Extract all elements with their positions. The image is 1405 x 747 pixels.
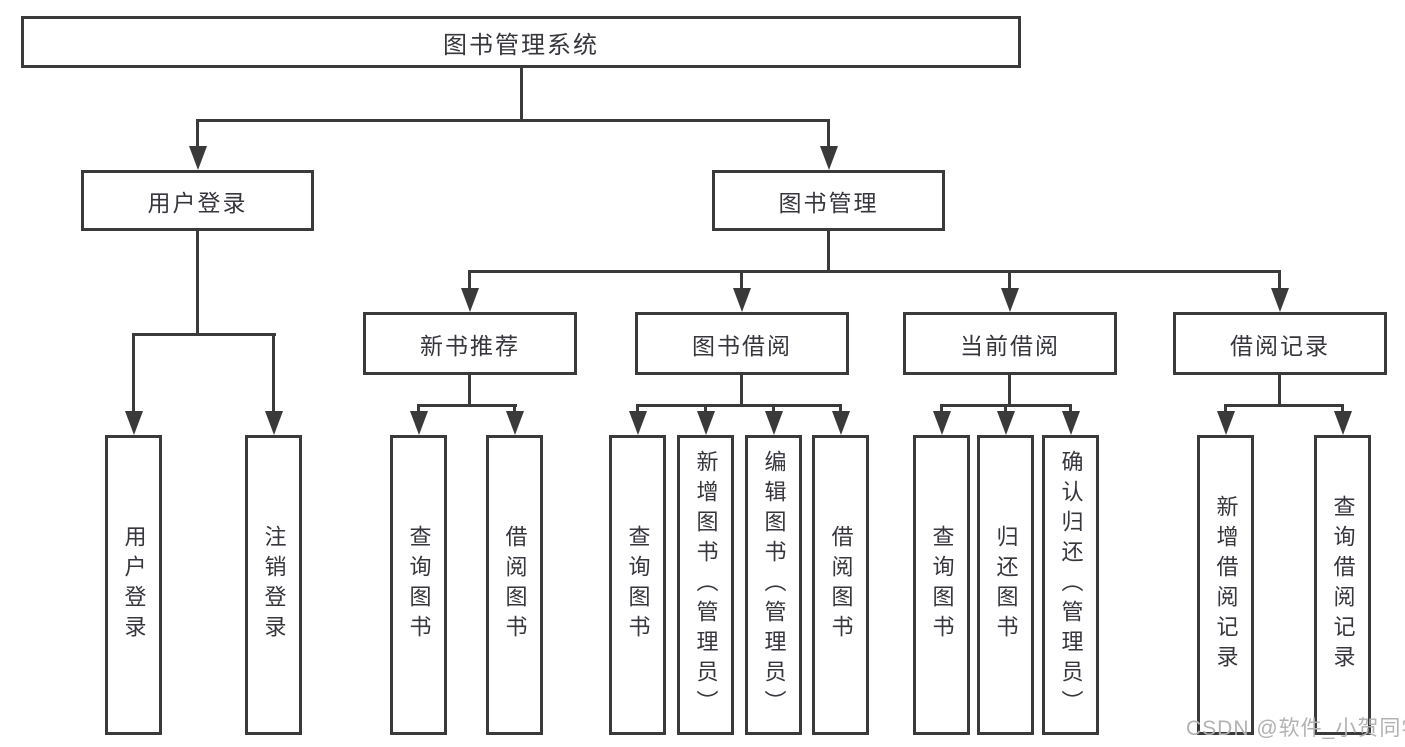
node-query-borrow-record: 查询借阅记录	[1314, 435, 1371, 735]
connector-line	[1008, 375, 1011, 406]
connector-line	[132, 333, 135, 413]
connector-line	[417, 404, 420, 414]
node-current-borrow: 当前借阅	[903, 312, 1117, 375]
arrowhead-icon	[1062, 411, 1080, 435]
arrowhead-icon	[1001, 288, 1019, 312]
arrowhead-icon	[820, 146, 838, 170]
arrowhead-icon	[1217, 411, 1235, 435]
connector-line	[1224, 404, 1227, 414]
node-add-borrow-record: 新增借阅记录	[1197, 435, 1254, 735]
arrowhead-icon	[189, 146, 207, 170]
node-borrow-records: 借阅记录	[1173, 312, 1387, 375]
arrowhead-icon	[410, 411, 428, 435]
connector-line	[196, 119, 199, 148]
node-book-borrow: 图书借阅	[635, 312, 849, 375]
arrowhead-icon	[765, 411, 783, 435]
node-logout: 注销登录	[245, 435, 302, 735]
connector-line	[1341, 404, 1344, 414]
node-root-system: 图书管理系统	[21, 16, 1021, 68]
connector-line	[827, 119, 830, 148]
connector-line	[1278, 270, 1281, 291]
connector-line	[272, 333, 275, 413]
arrowhead-icon	[997, 411, 1015, 435]
arrowhead-icon	[125, 411, 143, 435]
arrowhead-icon	[1271, 288, 1289, 312]
node-query-books-recommend: 查询图书	[390, 435, 447, 735]
node-user-login-leaf: 用户登录	[105, 435, 162, 735]
node-query-books-borrow: 查询图书	[609, 435, 666, 735]
node-query-books-current: 查询图书	[913, 435, 970, 735]
connector-line	[1004, 404, 1007, 414]
csdn-watermark: CSDN @软件_小贺同学	[1186, 717, 1405, 740]
node-user-login-module: 用户登录	[81, 170, 314, 231]
arrowhead-icon	[697, 411, 715, 435]
connector-line	[196, 231, 199, 335]
connector-line	[1008, 270, 1011, 291]
connector-line	[772, 404, 775, 414]
connector-line	[740, 375, 743, 406]
arrowhead-icon	[733, 288, 751, 312]
connector-line	[417, 404, 517, 407]
node-book-management-module: 图书管理	[712, 170, 945, 231]
connector-line	[839, 404, 842, 414]
node-confirm-return-admin: 确认归还（管理员）	[1042, 435, 1099, 735]
arrowhead-icon	[832, 411, 850, 435]
connector-line	[827, 231, 830, 272]
arrowhead-icon	[461, 288, 479, 312]
arrowhead-icon	[265, 411, 283, 435]
connector-line	[1224, 404, 1344, 407]
connector-line	[468, 270, 471, 291]
connector-line	[1278, 375, 1281, 406]
connector-line	[520, 68, 523, 120]
arrowhead-icon	[1334, 411, 1352, 435]
node-add-book-admin: 新增图书（管理员）	[677, 435, 734, 735]
connector-line	[132, 333, 276, 336]
node-borrow-books-leaf: 借阅图书	[812, 435, 869, 735]
connector-line	[704, 404, 707, 414]
arrowhead-icon	[629, 411, 647, 435]
connector-line	[1069, 404, 1072, 414]
arrowhead-icon	[933, 411, 951, 435]
connector-line	[636, 404, 639, 414]
connector-line	[196, 119, 830, 122]
connector-line	[636, 404, 842, 407]
arrowhead-icon	[506, 411, 524, 435]
connector-line	[468, 270, 1281, 273]
connector-line	[940, 404, 943, 414]
node-return-books: 归还图书	[977, 435, 1034, 735]
connector-line	[740, 270, 743, 291]
connector-line	[468, 375, 471, 406]
connector-line	[513, 404, 516, 414]
node-borrow-books-recommend: 借阅图书	[486, 435, 543, 735]
node-new-book-recommend: 新书推荐	[363, 312, 577, 375]
node-edit-book-admin: 编辑图书（管理员）	[745, 435, 802, 735]
